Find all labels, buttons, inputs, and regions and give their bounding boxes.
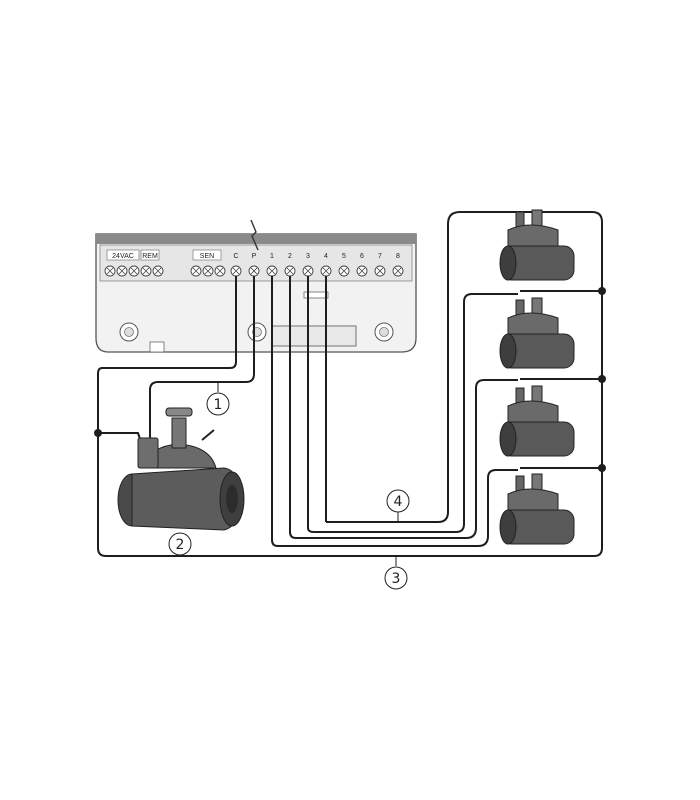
wire-zone-3 (307, 276, 518, 533)
terminal-screw-slot (106, 267, 114, 275)
terminal-screw-slot (340, 267, 348, 275)
junction-dot (598, 375, 606, 383)
junction-dot (598, 464, 606, 472)
terminal-screw-slot (322, 267, 330, 275)
wire-master-valve (149, 276, 255, 440)
terminal-label-1: 1 (270, 253, 274, 260)
wires (97, 211, 603, 566)
junction-dot (598, 287, 606, 295)
callout-3-number: 3 (392, 571, 401, 587)
group-label-rem: REM (142, 253, 158, 260)
callout-1: 1 (206, 392, 230, 416)
callout-2-number: 2 (176, 537, 185, 553)
group-label-24vac: 24VAC (112, 253, 134, 260)
zone-valves (499, 209, 575, 545)
terminal-screw-slot (204, 267, 212, 275)
terminal-screw-slot (142, 267, 150, 275)
master-valve (117, 407, 245, 531)
mounting-hole-left (119, 322, 139, 342)
callout-4-number: 4 (394, 494, 403, 510)
wire-junctions (94, 287, 606, 472)
terminal-screw-slot (130, 267, 138, 275)
callout-4: 4 (386, 489, 410, 513)
terminal-screw-slot (268, 267, 276, 275)
terminal-screw-slot (376, 267, 384, 275)
terminal-bracket (303, 291, 329, 299)
mounting-hole-right (374, 322, 394, 342)
terminal-label-2: 2 (288, 253, 292, 260)
terminal-label-8: 8 (396, 253, 400, 260)
terminal-screw-slot (304, 267, 312, 275)
group-label-sen: SEN (200, 253, 214, 260)
zone-valve-1 (499, 209, 575, 281)
zone-valve-4 (499, 473, 575, 545)
terminal-screw-slot (358, 267, 366, 275)
terminal-label-7: 7 (378, 253, 382, 260)
wire-main-common-tap (98, 432, 143, 446)
wire-zone-2 (289, 276, 518, 539)
terminal-screw-slot (250, 267, 258, 275)
mounting-hole-center (247, 322, 267, 342)
callout-2: 2 (168, 532, 192, 556)
terminal-screw-slot (118, 267, 126, 275)
terminal-group-labels: 24VAC REM SEN (106, 249, 222, 261)
terminal-label-4: 4 (324, 253, 328, 260)
terminal-label-3: 3 (306, 253, 310, 260)
terminal-screw-slot (232, 267, 240, 275)
terminal-screw-slot (286, 267, 294, 275)
zone-valve-2 (499, 297, 575, 369)
terminal-screw-slot (394, 267, 402, 275)
terminal-labels: C P 1 2 3 4 5 6 7 8 (233, 253, 400, 260)
wire-common (97, 211, 603, 557)
zone-valve-3 (499, 385, 575, 457)
terminal-label-p: P (252, 253, 257, 260)
terminal-screw-slot (192, 267, 200, 275)
break-mark (250, 219, 259, 251)
terminal-screws (104, 265, 404, 277)
controller-top-band (96, 234, 416, 244)
terminal-screw-slot (216, 267, 224, 275)
controller-unit (95, 219, 417, 353)
junction-dot (94, 429, 102, 437)
terminal-screw-slot (154, 267, 162, 275)
terminal-label-5: 5 (342, 253, 346, 260)
wire-zone-1 (271, 276, 518, 547)
wire-channel (271, 325, 357, 347)
callout-1-number: 1 (214, 397, 223, 413)
small-tab (149, 341, 165, 353)
terminal-label-6: 6 (360, 253, 364, 260)
callout-3: 3 (384, 566, 408, 590)
terminal-label-c: C (233, 253, 238, 260)
